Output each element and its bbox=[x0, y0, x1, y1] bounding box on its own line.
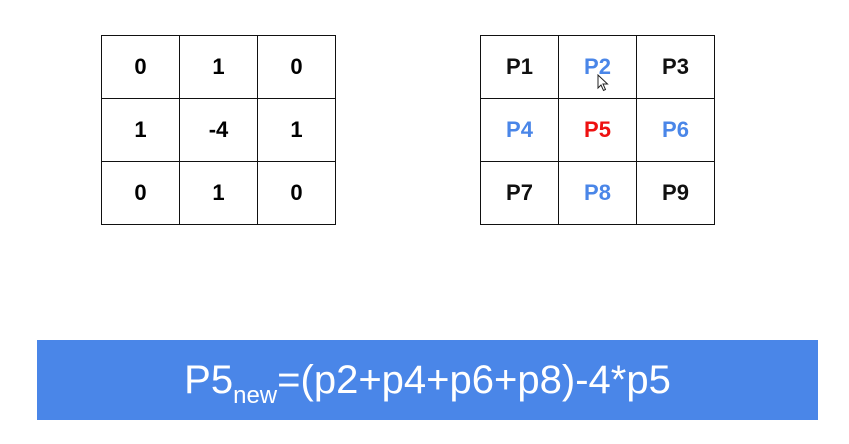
pixel-cell-neighbor: P4 bbox=[480, 98, 559, 162]
formula-lhs: P5 bbox=[184, 357, 234, 402]
pixel-cell-neighbor: P2 bbox=[558, 35, 637, 99]
pixel-cell-corner: P3 bbox=[636, 35, 715, 99]
kernel-cell: 0 bbox=[101, 35, 180, 99]
pixel-cell-neighbor: P8 bbox=[558, 161, 637, 225]
pixel-cell-corner: P9 bbox=[636, 161, 715, 225]
pixel-cell-neighbor: P6 bbox=[636, 98, 715, 162]
pixel-row: P4 P5 P6 bbox=[480, 98, 715, 162]
pixel-neighborhood-grid: P1 P2 P3 P4 P5 P6 P7 P8 P9 bbox=[480, 35, 715, 225]
pixel-cell-center: P5 bbox=[558, 98, 637, 162]
kernel-cell: 1 bbox=[179, 35, 258, 99]
pixel-row: P1 P2 P3 bbox=[480, 35, 715, 99]
kernel-cell: 1 bbox=[179, 161, 258, 225]
pixel-row: P7 P8 P9 bbox=[480, 161, 715, 225]
formula-rhs: =(p2+p4+p6+p8)-4*p5 bbox=[277, 357, 671, 402]
kernel-cell: 0 bbox=[257, 35, 336, 99]
mouse-cursor-icon bbox=[597, 74, 609, 92]
kernel-cell: 1 bbox=[257, 98, 336, 162]
kernel-row: 1 -4 1 bbox=[101, 98, 336, 162]
laplacian-kernel-grid: 0 1 0 1 -4 1 0 1 0 bbox=[101, 35, 336, 225]
laplacian-formula: P5new=(p2+p4+p6+p8)-4*p5 bbox=[184, 357, 671, 408]
kernel-cell: -4 bbox=[179, 98, 258, 162]
kernel-cell: 1 bbox=[101, 98, 180, 162]
formula-lhs-subscript: new bbox=[233, 381, 278, 409]
kernel-row: 0 1 0 bbox=[101, 35, 336, 99]
pixel-cell-corner: P1 bbox=[480, 35, 559, 99]
kernel-row: 0 1 0 bbox=[101, 161, 336, 225]
pixel-cell-corner: P7 bbox=[480, 161, 559, 225]
formula-banner: P5new=(p2+p4+p6+p8)-4*p5 bbox=[37, 340, 818, 420]
kernel-cell: 0 bbox=[257, 161, 336, 225]
kernel-cell: 0 bbox=[101, 161, 180, 225]
